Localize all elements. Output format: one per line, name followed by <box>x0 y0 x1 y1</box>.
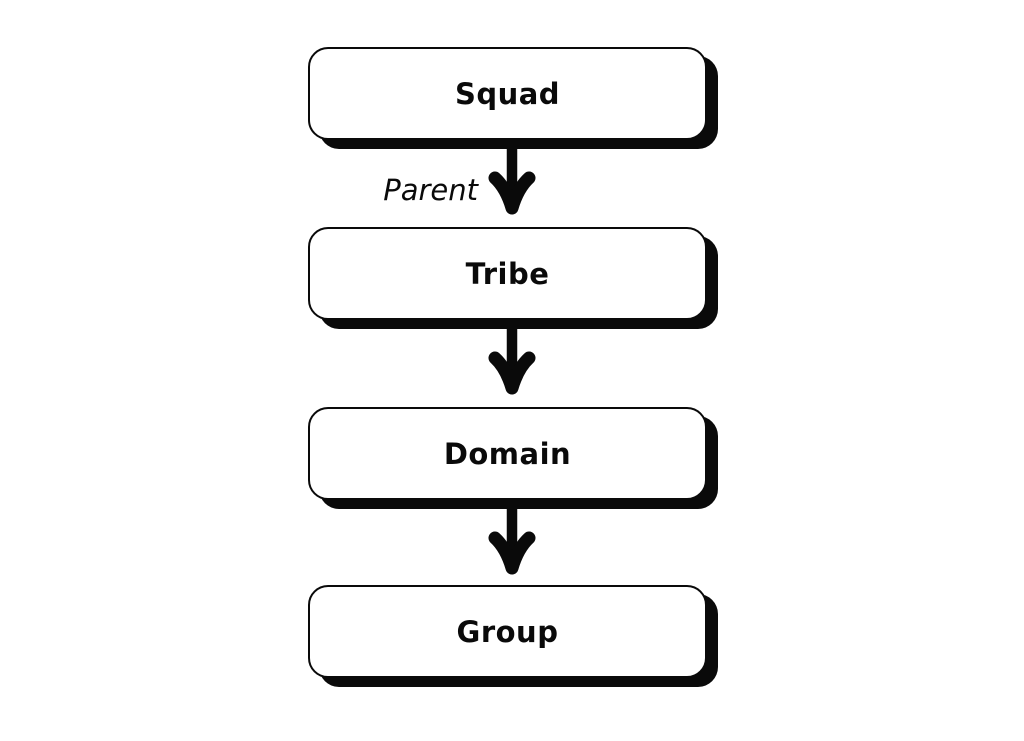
arrow-tribe-to-domain-icon <box>488 322 536 396</box>
node-label: Domain <box>443 436 572 471</box>
node-group: Group <box>308 585 707 678</box>
arrow-squad-to-tribe-icon <box>488 142 536 216</box>
node-squad: Squad <box>308 47 707 140</box>
node-label: Group <box>456 614 559 649</box>
node-domain: Domain <box>308 407 707 500</box>
node-label: Squad <box>454 76 561 111</box>
arrow-domain-to-group-icon <box>488 502 536 576</box>
node-label: Tribe <box>465 256 550 291</box>
node-tribe: Tribe <box>308 227 707 320</box>
edge-label-parent: Parent <box>383 173 478 207</box>
